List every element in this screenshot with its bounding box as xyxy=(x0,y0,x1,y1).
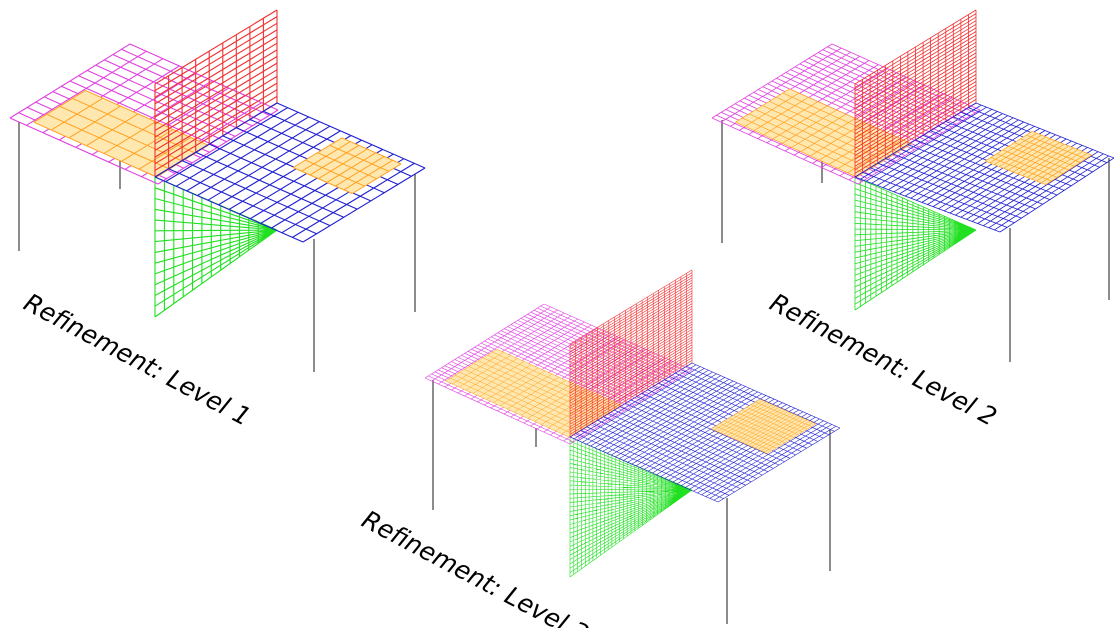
right-refined-patch xyxy=(985,131,1092,184)
label-level-3: Refinement: Level 3 xyxy=(357,505,593,628)
right-refined-patch xyxy=(293,138,401,194)
lower-wall-mesh xyxy=(155,177,277,317)
label-level-2: Refinement: Level 2 xyxy=(765,288,1001,432)
label-level-1: Refinement: Level 1 xyxy=(19,288,255,432)
right-slab-mesh xyxy=(855,103,1114,232)
